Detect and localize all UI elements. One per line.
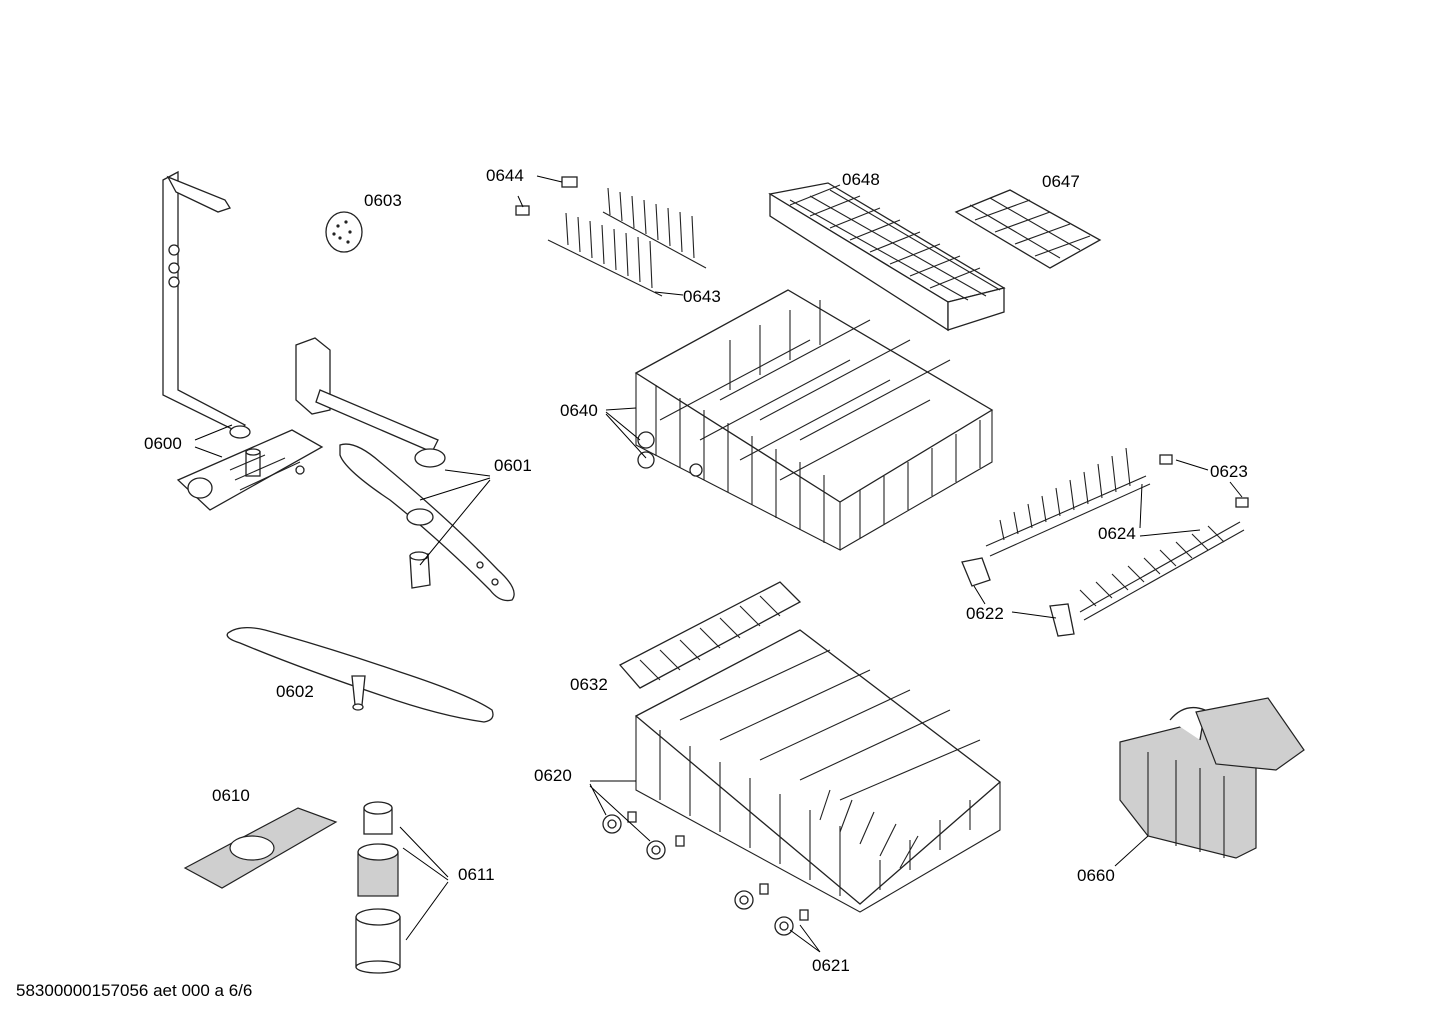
part-0611-drawing — [355, 801, 401, 974]
part-0632-drawing — [618, 581, 802, 689]
label-0660: 0660 — [1077, 866, 1115, 885]
part-0647-drawing — [954, 189, 1102, 269]
part-0623-drawing — [1159, 454, 1249, 508]
part-0610-drawing — [183, 807, 338, 889]
part-0648-drawing — [768, 182, 1006, 332]
part-0660-drawing — [1119, 697, 1305, 859]
label-0643: 0643 — [683, 287, 721, 306]
label-0644: 0644 — [486, 166, 524, 185]
label-0600: 0600 — [144, 434, 182, 453]
part-0620-drawing — [634, 629, 1002, 913]
part-0622-drawing — [961, 557, 1075, 637]
label-0601: 0601 — [494, 456, 532, 475]
part-0603-drawing — [325, 211, 363, 253]
part-0640-drawing — [634, 289, 994, 551]
leader-lines — [194, 175, 1243, 953]
label-0648: 0648 — [842, 170, 880, 189]
label-0622: 0622 — [966, 604, 1004, 623]
part-labels: 0603 0644 0648 0647 0643 0640 0600 0601 … — [144, 166, 1248, 975]
part-0601-drawing — [295, 337, 515, 602]
label-0602: 0602 — [276, 682, 314, 701]
part-0621-drawing — [602, 811, 809, 936]
label-0647: 0647 — [1042, 172, 1080, 191]
label-0624: 0624 — [1098, 524, 1136, 543]
part-0600-drawing — [162, 170, 324, 511]
part-0644-drawing — [515, 176, 578, 216]
label-0640: 0640 — [560, 401, 598, 420]
label-0623: 0623 — [1210, 462, 1248, 481]
label-0621: 0621 — [812, 956, 850, 975]
part-0624-drawing — [985, 447, 1245, 621]
label-0610: 0610 — [212, 786, 250, 805]
label-0603: 0603 — [364, 191, 402, 210]
document-reference-footer: 58300000157056 aet 000 a 6/6 — [16, 981, 253, 1000]
label-0632: 0632 — [570, 675, 608, 694]
part-0602-drawing — [226, 626, 494, 723]
label-0620: 0620 — [534, 766, 572, 785]
label-0611: 0611 — [458, 865, 495, 884]
part-0643-drawing — [547, 187, 707, 297]
